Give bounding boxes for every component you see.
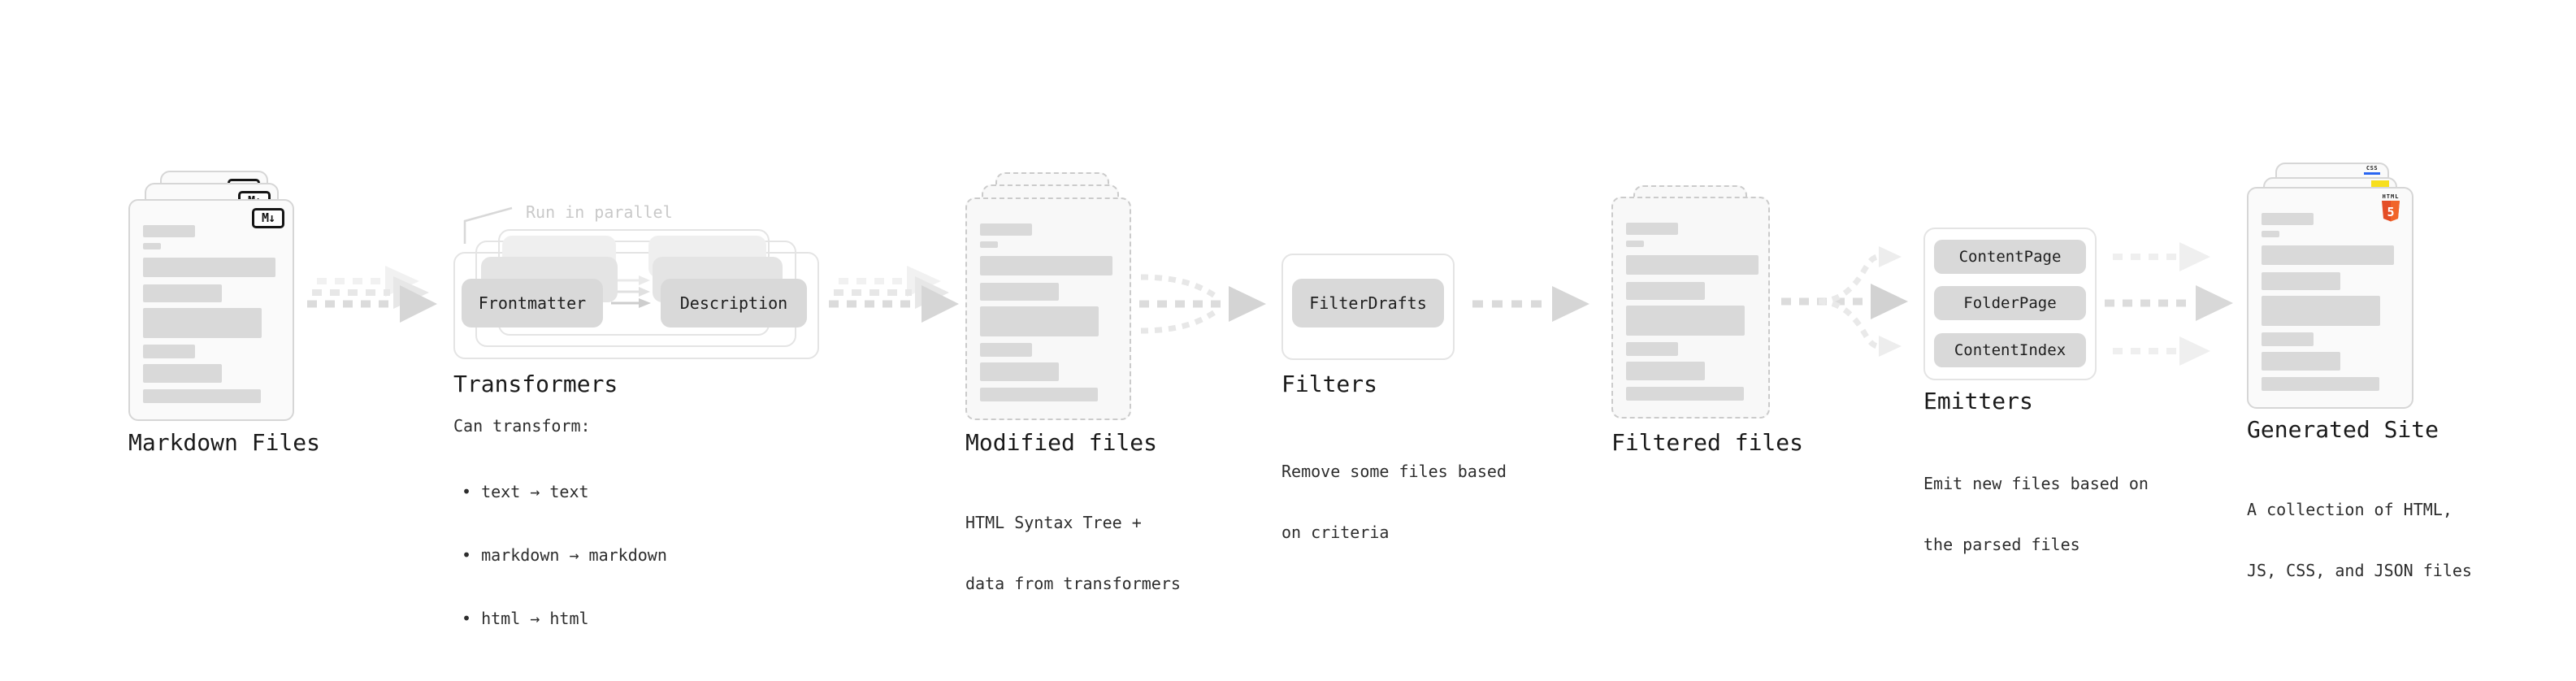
text-placeholder-bar — [1626, 241, 1644, 247]
text-placeholder-bar — [980, 343, 1032, 357]
emitters-title: Emitters — [1923, 388, 2033, 414]
emitters-description: Emit new files based on the parsed files — [1923, 433, 2149, 596]
text-placeholder-bar — [2262, 272, 2340, 290]
modified-files-label: Modified files — [965, 429, 1158, 456]
text-placeholder-bar — [143, 258, 275, 277]
css-icon-underline — [2364, 172, 2380, 175]
emitter-node-contentpage: ContentPage — [1934, 240, 2086, 274]
text-placeholder-bar — [143, 284, 222, 302]
description-line: A collection of HTML, — [2247, 500, 2452, 519]
text-placeholder-bar — [2262, 377, 2379, 391]
text-placeholder-bar — [1626, 342, 1678, 356]
markdown-icon: M↓ — [252, 208, 284, 228]
description-line: JS, CSS, and JSON files — [2247, 561, 2472, 580]
description-line: the parsed files — [1923, 535, 2080, 554]
text-placeholder-bar — [143, 225, 195, 237]
text-placeholder-bar — [2262, 213, 2314, 225]
description-line: on criteria — [1281, 523, 1390, 542]
text-placeholder-bar — [1626, 362, 1705, 380]
transformers-bullet-list: • text → text • markdown → markdown • ht… — [453, 439, 667, 671]
text-placeholder-bar — [980, 223, 1032, 236]
arrow-transformers-to-modified — [829, 266, 959, 323]
transformers-title: Transformers — [453, 371, 618, 397]
text-placeholder-bar — [1626, 223, 1678, 235]
text-placeholder-bar — [980, 362, 1059, 381]
emitter-node-folderpage: FolderPage — [1934, 286, 2086, 320]
generated-site-label: Generated Site — [2247, 416, 2439, 443]
text-placeholder-bar — [2262, 352, 2340, 371]
bullet-item: • markdown → markdown — [462, 545, 667, 565]
arrow-markdown-to-transformers — [307, 266, 437, 323]
text-placeholder-bar — [980, 241, 998, 248]
filtered-files-label: Filtered files — [1611, 429, 1804, 456]
description-line: data from transformers — [965, 574, 1181, 593]
html5-icon-number: 5 — [2387, 205, 2394, 219]
document-content-placeholder — [967, 199, 1130, 401]
modified-files-description: HTML Syntax Tree + data from transformer… — [965, 472, 1181, 635]
text-placeholder-bar — [143, 364, 222, 383]
text-placeholder-bar — [143, 345, 195, 358]
document-content-placeholder — [130, 201, 293, 403]
filters-title: Filters — [1281, 371, 1378, 397]
generated-file-html: HTML 5 — [2247, 187, 2413, 409]
description-line: Emit new files based on — [1923, 474, 2149, 493]
markdown-file-front: M↓ — [128, 199, 294, 421]
text-placeholder-bar — [143, 389, 261, 403]
text-placeholder-bar — [143, 308, 262, 338]
javascript-icon — [2371, 180, 2389, 189]
emitter-node-contentindex: ContentIndex — [1934, 333, 2086, 367]
bullet-item: • html → html — [462, 609, 589, 628]
text-placeholder-bar — [1626, 282, 1705, 300]
transformer-node-frontmatter: Frontmatter — [462, 279, 603, 327]
run-in-parallel-annotation: Run in parallel — [526, 202, 673, 222]
css-icon-label: CSS — [2366, 165, 2379, 171]
generated-site-description: A collection of HTML, JS, CSS, and JSON … — [2247, 459, 2472, 622]
text-placeholder-bar — [1626, 306, 1745, 336]
text-placeholder-bar — [2262, 332, 2314, 346]
css-icon: CSS — [2363, 166, 2381, 175]
text-placeholder-bar — [980, 306, 1099, 336]
filters-description: Remove some files based on criteria — [1281, 421, 1507, 583]
text-placeholder-bar — [1626, 255, 1759, 275]
text-placeholder-bar — [143, 243, 161, 249]
modified-file-front — [965, 197, 1131, 420]
markdown-files-label: Markdown Files — [128, 429, 321, 456]
arrow-filtered-to-emitters-fan-out — [1781, 246, 1908, 357]
filtered-file-front — [1611, 197, 1770, 419]
text-placeholder-bar — [2262, 231, 2279, 237]
document-content-placeholder — [1613, 198, 1768, 401]
html5-shield-icon: 5 — [2382, 201, 2400, 222]
description-line: Remove some files based — [1281, 462, 1507, 481]
transformers-subtitle: Can transform: — [453, 416, 591, 436]
html5-icon-word: HTML — [2382, 193, 2400, 200]
text-placeholder-bar — [2262, 296, 2380, 326]
arrow-modified-to-filters-fan-in — [1139, 274, 1266, 334]
transformer-node-description: Description — [661, 279, 807, 327]
filter-node-filterdrafts: FilterDrafts — [1292, 279, 1444, 327]
text-placeholder-bar — [980, 283, 1059, 301]
text-placeholder-bar — [980, 256, 1112, 275]
text-placeholder-bar — [2262, 245, 2394, 265]
text-placeholder-bar — [1626, 387, 1744, 401]
html5-icon: HTML 5 — [2381, 193, 2400, 222]
arrow-filters-to-filtered — [1472, 286, 1589, 322]
text-placeholder-bar — [980, 388, 1098, 401]
document-content-placeholder — [2249, 189, 2412, 391]
transformer-card-front — [453, 252, 819, 359]
arrow-emitters-to-generated — [2105, 242, 2233, 366]
bullet-item: • text → text — [462, 482, 589, 501]
description-line: HTML Syntax Tree + — [965, 513, 1142, 532]
